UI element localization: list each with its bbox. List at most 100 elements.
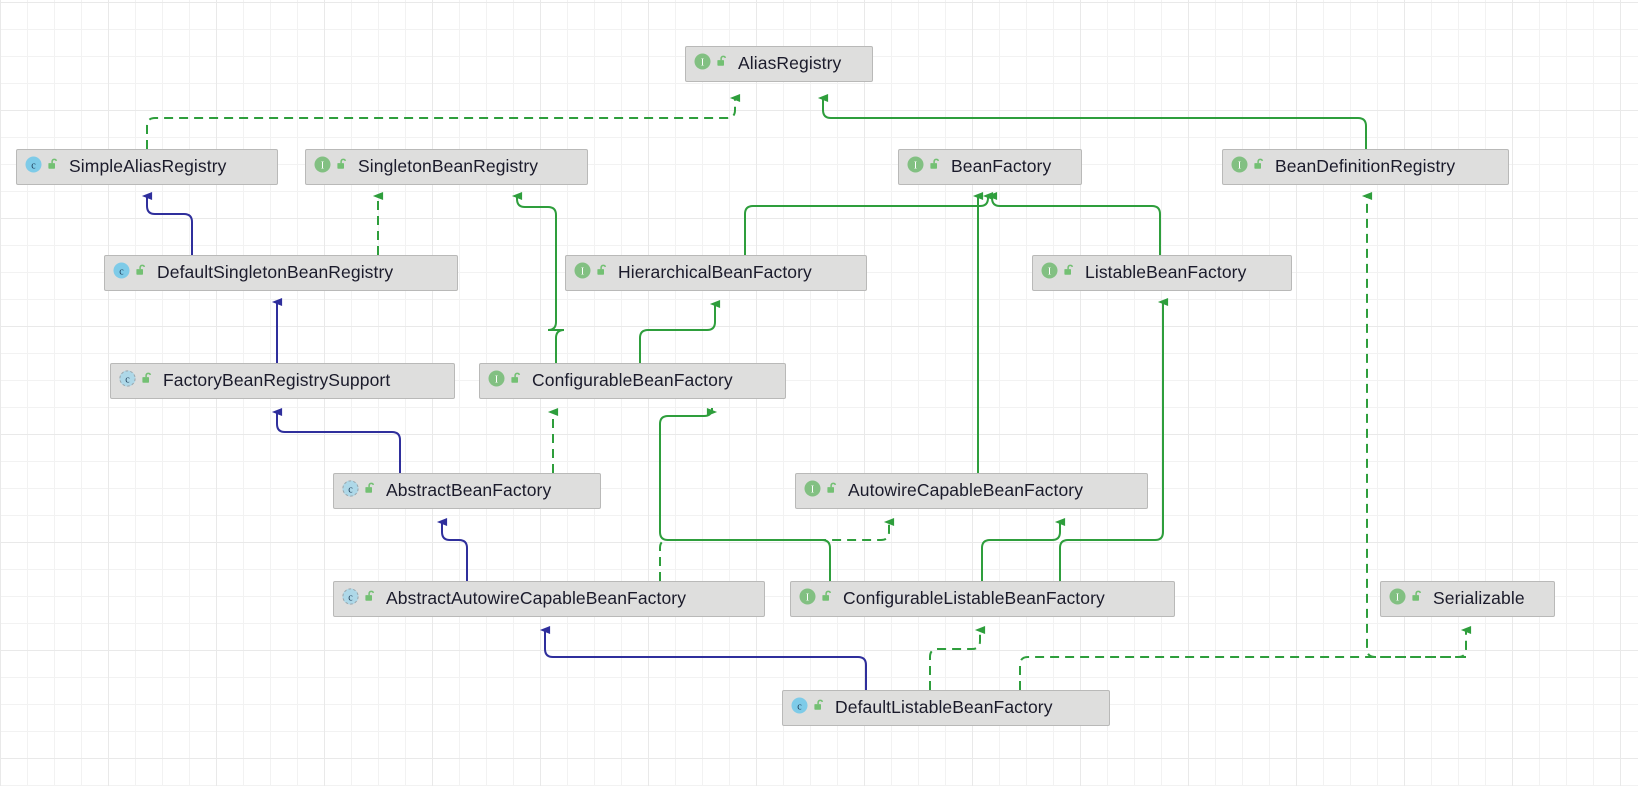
svg-text:I: I bbox=[581, 266, 585, 277]
interface-icon: I bbox=[488, 370, 505, 392]
class-node-configurablelistablebeanfactory[interactable]: I ConfigurableListableBeanFactory bbox=[790, 581, 1175, 617]
edge-configurablelistablebeanfactory-to-listablebeanfactory bbox=[1059, 297, 1169, 581]
interface-icon: I bbox=[799, 588, 816, 610]
svg-text:c: c bbox=[348, 484, 353, 495]
svg-text:I: I bbox=[806, 592, 810, 603]
abstract-class-icon: c bbox=[119, 370, 136, 392]
class-node-label: DefaultListableBeanFactory bbox=[835, 697, 1053, 718]
interface-icon: I bbox=[1041, 262, 1058, 284]
svg-text:I: I bbox=[811, 484, 815, 495]
svg-text:c: c bbox=[797, 701, 802, 712]
public-visibility-icon bbox=[130, 264, 148, 282]
svg-text:I: I bbox=[495, 374, 499, 385]
edge-hierarchicalbeanfactory-to-beanfactory bbox=[744, 191, 994, 255]
node-icons: I bbox=[574, 262, 609, 284]
interface-icon: I bbox=[574, 262, 591, 284]
public-visibility-icon bbox=[821, 482, 839, 500]
class-node-label: SingletonBeanRegistry bbox=[358, 156, 539, 177]
public-visibility-icon bbox=[1058, 264, 1076, 282]
public-visibility-icon bbox=[1248, 158, 1266, 176]
node-icons: I bbox=[1231, 156, 1266, 178]
edge-abstractautowirecapable-to-abstractbeanfactory bbox=[436, 517, 468, 581]
class-node-singletonbeanregistry[interactable]: I SingletonBeanRegistry bbox=[305, 149, 588, 185]
edge-defaultsingletonbeanregistry-to-simplealiasregistry bbox=[141, 191, 193, 255]
abstract-class-icon: c bbox=[342, 480, 359, 502]
node-icons: I bbox=[1389, 588, 1424, 610]
svg-text:c: c bbox=[125, 374, 130, 385]
svg-text:I: I bbox=[1048, 266, 1052, 277]
edge-defaultlistable-to-abstractautowirecapable bbox=[539, 625, 867, 690]
class-node-label: DefaultSingletonBeanRegistry bbox=[157, 262, 394, 283]
class-node-factorybeanregistrysupport[interactable]: c FactoryBeanRegistrySupport bbox=[110, 363, 455, 399]
class-node-label: FactoryBeanRegistrySupport bbox=[163, 370, 391, 391]
svg-text:I: I bbox=[321, 160, 325, 171]
class-node-label: ConfigurableBeanFactory bbox=[532, 370, 733, 391]
svg-text:c: c bbox=[348, 592, 353, 603]
class-node-label: HierarchicalBeanFactory bbox=[618, 262, 812, 283]
node-icons: c bbox=[25, 156, 60, 178]
node-icons: I bbox=[1041, 262, 1076, 284]
edge-defaultlistable-to-serializable bbox=[1019, 625, 1472, 690]
edge-abstractbeanfactory-to-factorybeanregistrysupport bbox=[271, 407, 401, 473]
interface-icon: I bbox=[1231, 156, 1248, 178]
public-visibility-icon bbox=[331, 158, 349, 176]
node-icons: I bbox=[799, 588, 834, 610]
edge-configurablelistable-to-autowirecapable bbox=[981, 517, 1066, 581]
node-icons: I bbox=[804, 480, 839, 502]
class-icon: c bbox=[113, 262, 130, 284]
class-node-serializable[interactable]: I Serializable bbox=[1380, 581, 1555, 617]
interface-icon: I bbox=[907, 156, 924, 178]
public-visibility-icon bbox=[359, 590, 377, 608]
node-icons: c bbox=[113, 262, 148, 284]
class-node-label: SimpleAliasRegistry bbox=[69, 156, 227, 177]
class-node-label: AbstractBeanFactory bbox=[386, 480, 552, 501]
class-node-beanfactory[interactable]: I BeanFactory bbox=[898, 149, 1082, 185]
class-icon: c bbox=[25, 156, 42, 178]
interface-icon: I bbox=[1389, 588, 1406, 610]
interface-icon: I bbox=[314, 156, 331, 178]
public-visibility-icon bbox=[1406, 590, 1424, 608]
class-node-label: ConfigurableListableBeanFactory bbox=[843, 588, 1105, 609]
public-visibility-icon bbox=[359, 482, 377, 500]
svg-text:I: I bbox=[914, 160, 918, 171]
class-icon: c bbox=[791, 697, 808, 719]
class-node-configurablebeanfactory[interactable]: I ConfigurableBeanFactory bbox=[479, 363, 786, 399]
svg-text:I: I bbox=[1238, 160, 1242, 171]
svg-text:I: I bbox=[701, 57, 705, 68]
edge-configurablebeanfactory-to-hierarchicalbeanfactory bbox=[639, 299, 721, 363]
class-node-label: AliasRegistry bbox=[738, 53, 842, 74]
svg-text:c: c bbox=[119, 266, 124, 277]
public-visibility-icon bbox=[136, 372, 154, 390]
node-icons: c bbox=[342, 480, 377, 502]
class-node-simplealiasregistry[interactable]: c SimpleAliasRegistry bbox=[16, 149, 278, 185]
edge-listablebeanfactory-to-beanfactory bbox=[986, 191, 1161, 255]
public-visibility-icon bbox=[816, 590, 834, 608]
node-icons: I bbox=[907, 156, 942, 178]
class-node-defaultsingletonbeanregistry[interactable]: c DefaultSingletonBeanRegistry bbox=[104, 255, 458, 291]
node-icons: c bbox=[119, 370, 154, 392]
public-visibility-icon bbox=[591, 264, 609, 282]
class-node-label: BeanFactory bbox=[951, 156, 1052, 177]
class-node-autowirecapablebeanfactory[interactable]: I AutowireCapableBeanFactory bbox=[795, 473, 1148, 509]
class-node-hierarchicalbeanfactory[interactable]: I HierarchicalBeanFactory bbox=[565, 255, 867, 291]
node-icons: I bbox=[488, 370, 523, 392]
class-node-label: AutowireCapableBeanFactory bbox=[848, 480, 1084, 501]
interface-icon: I bbox=[804, 480, 821, 502]
svg-text:I: I bbox=[1396, 592, 1400, 603]
class-node-label: Serializable bbox=[1433, 588, 1525, 609]
interface-icon: I bbox=[694, 53, 711, 75]
class-node-aliasregistry[interactable]: I AliasRegistry bbox=[685, 46, 873, 82]
public-visibility-icon bbox=[808, 699, 826, 717]
public-visibility-icon bbox=[505, 372, 523, 390]
edge-configurablebeanfactory-to-singletonbeanregistry bbox=[511, 191, 565, 363]
node-icons: I bbox=[314, 156, 349, 178]
edge-defaultlistable-to-configurablelistable bbox=[929, 625, 986, 690]
edge-abstractautowirecapable-to-autowirecapablebeanfactory bbox=[659, 517, 895, 581]
class-node-defaultlistablebeanfactory[interactable]: c DefaultListableBeanFactory bbox=[782, 690, 1110, 726]
class-node-abstractbeanfactory[interactable]: c AbstractBeanFactory bbox=[333, 473, 601, 509]
node-icons: c bbox=[791, 697, 826, 719]
